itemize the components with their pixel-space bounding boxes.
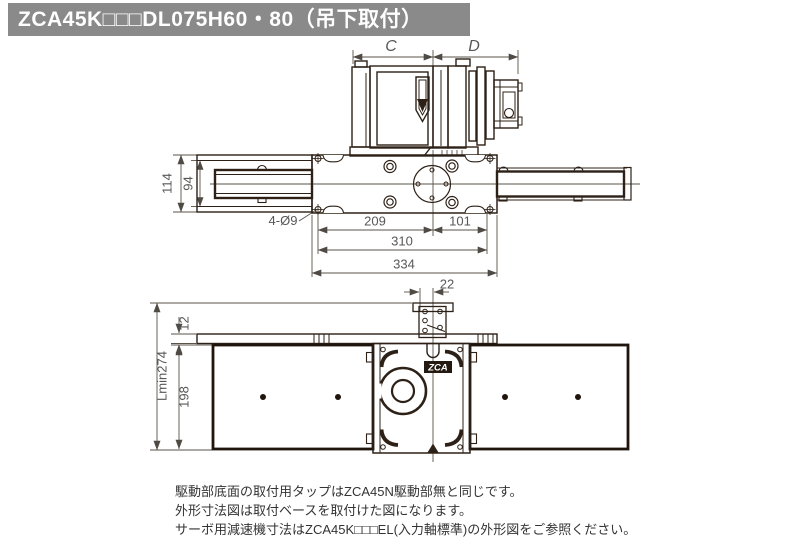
- shaft-keyway-mark: [415, 76, 430, 123]
- right-table-plan: [468, 343, 630, 451]
- dim-lmin274-label: Lmin274: [155, 351, 170, 401]
- motor-side-view: [349, 58, 523, 157]
- drive-boss-circle: [378, 366, 428, 416]
- dim-209-label: 209: [364, 214, 386, 229]
- dim-c-label: C: [385, 38, 397, 55]
- zca-logo-plate: [424, 361, 452, 373]
- cover-bolts: [383, 159, 459, 210]
- note-line-3: サーボ用減速機寸法はZCA45K□□□EL(入力軸標準)の外形図をご参照ください…: [175, 522, 637, 537]
- bottom-view-dimension-lines: [150, 288, 449, 462]
- right-rail-side-view: [495, 166, 632, 202]
- dim-101-label: 101: [449, 214, 471, 229]
- top-view-dimension-lines: [173, 50, 640, 277]
- bottom-view: 22 Lmin274 12 198 ZCA: [150, 277, 630, 462]
- flange-circle: [412, 164, 452, 204]
- left-rail-side-view: [196, 154, 314, 213]
- dim-12-label: 12: [177, 316, 192, 330]
- drive-body-plan: [365, 342, 478, 454]
- dim-198-label: 198: [177, 386, 192, 408]
- top-view: C D 114 94 4-Ø9 209 101 310 334: [160, 38, 640, 277]
- dim-334-label: 334: [393, 257, 415, 272]
- base-plate-edge: [196, 333, 498, 345]
- dim-310-label: 310: [391, 234, 413, 249]
- output-shaft-circle: [503, 107, 515, 119]
- page-title: ZCA45K□□□DL075H60・80（吊下取付）: [8, 3, 470, 36]
- dim-114-label: 114: [160, 173, 175, 194]
- left-table-plan: [211, 343, 375, 451]
- zca-logo-text: ZCA: [427, 363, 448, 374]
- dim-d-label: D: [468, 38, 480, 55]
- dim-4xd9-label: 4-Ø9: [269, 213, 298, 228]
- footnotes: 駆動部底面の取付用タップはZCA45N駆動部無と同じです。 外形寸法図は取付ベー…: [175, 482, 636, 539]
- flange-bolt-holes: [415, 167, 449, 201]
- dim-94-label: 94: [181, 176, 196, 190]
- note-line-1: 駆動部底面の取付用タップはZCA45N駆動部無と同じです。: [175, 484, 523, 499]
- mounting-holes-4xd9: [312, 153, 496, 215]
- motor-bracket-plan: [412, 302, 454, 339]
- note-line-2: 外形寸法図は取付ベースを取付けた図になります。: [175, 503, 473, 518]
- dim-22-label: 22: [440, 277, 454, 292]
